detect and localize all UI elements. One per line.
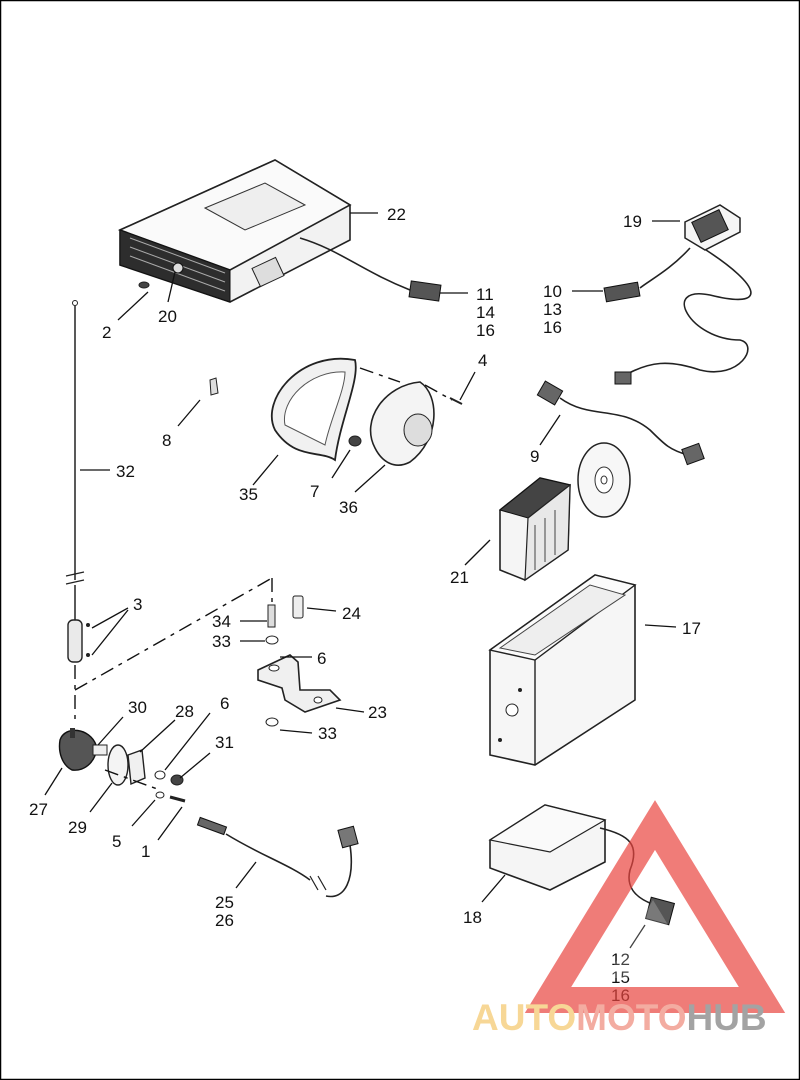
callout-3: 3 bbox=[133, 595, 142, 614]
antenna-mount-assembly bbox=[58, 728, 186, 803]
part-22-radio-unit bbox=[117, 159, 442, 303]
callout-21: 21 bbox=[450, 568, 469, 587]
callout-27: 27 bbox=[29, 800, 48, 819]
callout-17: 17 bbox=[682, 619, 701, 638]
watermark-triangle-logo bbox=[524, 800, 786, 1013]
callout-15: 15 bbox=[611, 968, 630, 987]
callout-22: 22 bbox=[387, 205, 406, 224]
callout-36: 36 bbox=[339, 498, 358, 517]
callout-25: 25 bbox=[215, 893, 234, 912]
part-17-cd-changer bbox=[488, 574, 637, 766]
part-32-antenna-mast bbox=[65, 300, 273, 720]
watermark-moto: MOTO bbox=[576, 997, 686, 1038]
callout-31: 31 bbox=[215, 733, 234, 752]
callout-19: 19 bbox=[623, 212, 642, 231]
part-18-module bbox=[488, 804, 676, 926]
callout-29: 29 bbox=[68, 818, 87, 837]
callout-11: 11 bbox=[476, 285, 494, 304]
automotohub-watermark: AUTOMOTOHUB bbox=[472, 800, 786, 1038]
callout-10: 10 bbox=[543, 282, 562, 301]
callout-33: 33 bbox=[212, 632, 231, 651]
callout-33: 33 bbox=[318, 724, 337, 743]
leader-lines bbox=[44, 212, 680, 949]
callout-2: 2 bbox=[102, 323, 111, 342]
callout-7: 7 bbox=[310, 482, 319, 501]
callout-20: 20 bbox=[158, 307, 177, 326]
callout-13: 13 bbox=[543, 300, 562, 319]
callout-28: 28 bbox=[175, 702, 194, 721]
part-25-26-antenna-cable bbox=[196, 816, 359, 898]
part-35-36-speaker bbox=[209, 357, 463, 466]
part-9-cable bbox=[536, 380, 705, 466]
watermark-auto: AUTO bbox=[472, 997, 576, 1038]
callout-35: 35 bbox=[239, 485, 258, 504]
callout-16: 16 bbox=[543, 318, 562, 337]
callout-4: 4 bbox=[478, 351, 487, 370]
part-21-cd-magazine bbox=[498, 477, 572, 582]
callout-23: 23 bbox=[368, 703, 387, 722]
callout-5: 5 bbox=[112, 832, 121, 851]
callout-6: 6 bbox=[317, 649, 326, 668]
callout-26: 26 bbox=[215, 911, 234, 930]
callout-32: 32 bbox=[116, 462, 135, 481]
watermark-hub: HUB bbox=[686, 997, 766, 1038]
cd-disc bbox=[577, 442, 631, 518]
callout-1: 1 bbox=[141, 842, 150, 861]
part-23-bracket bbox=[257, 595, 342, 727]
callout-9: 9 bbox=[530, 447, 539, 466]
callout-12: 12 bbox=[611, 950, 630, 969]
callout-6: 6 bbox=[220, 694, 229, 713]
callout-24: 24 bbox=[342, 604, 361, 623]
callout-8: 8 bbox=[162, 431, 171, 450]
callout-34: 34 bbox=[212, 612, 231, 631]
callout-16: 16 bbox=[476, 321, 495, 340]
callout-14: 14 bbox=[476, 303, 495, 322]
callout-30: 30 bbox=[128, 698, 147, 717]
watermark-text: AUTOMOTOHUB bbox=[472, 997, 767, 1038]
part-19-remote-and-cable bbox=[603, 204, 752, 385]
callout-18: 18 bbox=[463, 908, 482, 927]
